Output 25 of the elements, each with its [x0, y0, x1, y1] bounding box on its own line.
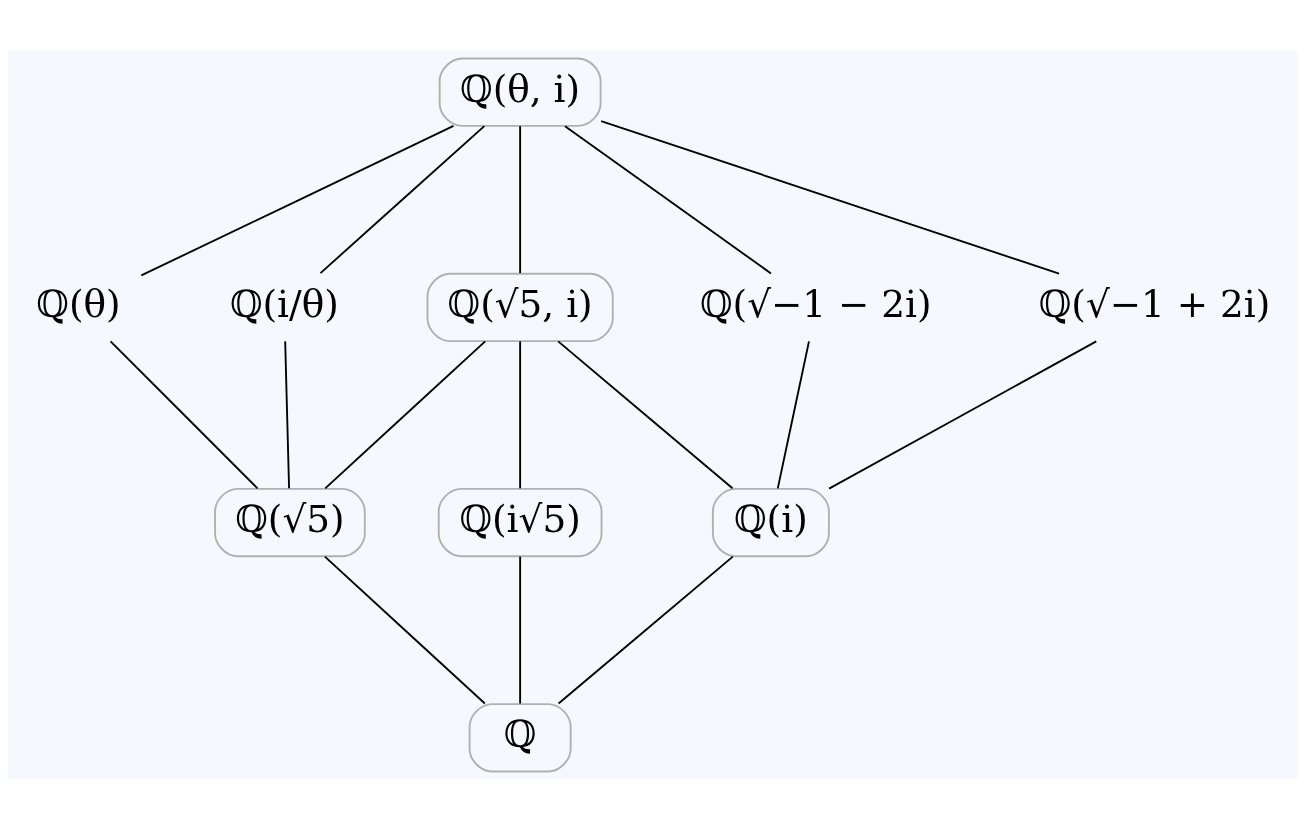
connector — [776, 339, 810, 489]
connector — [519, 555, 522, 704]
connector — [324, 339, 487, 489]
node-box: ℚ(θ, i) — [438, 57, 602, 127]
connector — [557, 339, 734, 489]
connector — [140, 124, 455, 276]
connector — [284, 339, 290, 489]
node-text: ℚ(θ) — [36, 281, 121, 326]
node-box: ℚ — [468, 702, 572, 772]
node-text: ℚ(√−1 + 2i) — [1038, 281, 1271, 326]
connector — [319, 124, 486, 274]
node-box: ℚ(√5) — [214, 487, 366, 557]
node-box: ℚ(i√5) — [437, 487, 603, 557]
node-box: ℚ(√5, i) — [426, 272, 614, 342]
node-box: ℚ(i) — [711, 487, 830, 557]
node-text: ℚ(√−1 − 2i) — [700, 281, 932, 326]
connector — [564, 124, 772, 274]
connector — [828, 339, 1098, 490]
connector — [109, 339, 259, 489]
connector — [323, 555, 486, 704]
connector — [519, 124, 522, 274]
connector — [519, 339, 522, 489]
connector — [557, 555, 734, 704]
connector — [600, 119, 1060, 275]
node-text: ℚ(i/θ) — [229, 281, 339, 326]
